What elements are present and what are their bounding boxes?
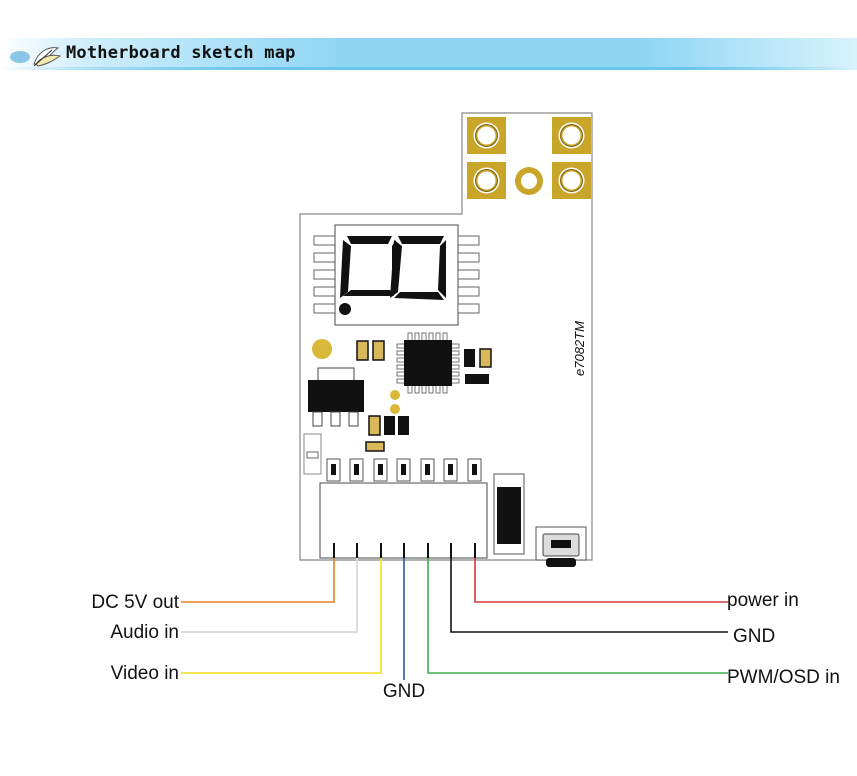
qfn-chip xyxy=(396,332,460,394)
seven-segment-display xyxy=(313,224,480,326)
label-audio-in: Audio in xyxy=(110,622,179,643)
pin-header xyxy=(319,458,488,559)
label-gnd-right: GND xyxy=(733,626,775,647)
capacitors xyxy=(356,340,492,452)
push-button xyxy=(535,526,587,567)
page-title: Motherboard sketch map xyxy=(66,43,296,63)
switch-component xyxy=(303,433,322,475)
wire-power-in xyxy=(474,558,728,603)
voltage-regulator xyxy=(308,367,364,427)
test-pad xyxy=(312,339,332,359)
wire-audio-in xyxy=(181,558,358,633)
label-pwm-osd-in: PWM/OSD in xyxy=(727,667,840,688)
diode xyxy=(493,473,525,555)
wire-dc-5v-out xyxy=(181,558,335,603)
butterfly-icon xyxy=(10,47,62,67)
label-gnd-bottom: GND xyxy=(383,681,425,702)
wire-pwm-osd-in xyxy=(427,558,728,674)
label-dc-5v-out: DC 5V out xyxy=(91,592,179,613)
antenna-pads xyxy=(467,117,591,199)
label-video-in: Video in xyxy=(111,663,179,684)
model-text: e7082TM xyxy=(572,321,587,376)
wire-video-in xyxy=(181,558,382,674)
wire-gnd-right xyxy=(450,558,728,633)
header-bar xyxy=(0,38,857,70)
label-power-in: power in xyxy=(727,590,799,611)
